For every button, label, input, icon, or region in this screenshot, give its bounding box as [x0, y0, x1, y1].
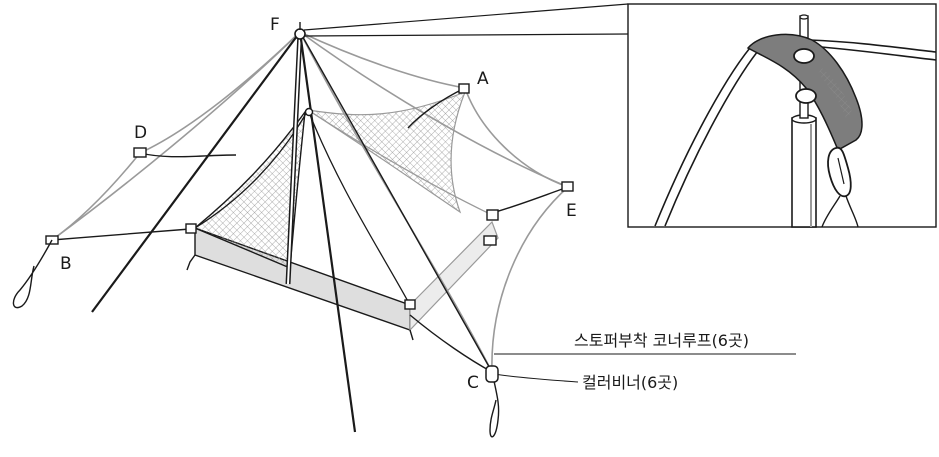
- fly-edge-a-e: [464, 87, 569, 188]
- callout-stopper-text: 스토퍼부착 코너루프(6곳): [574, 331, 749, 350]
- tensioner-d: [139, 152, 237, 158]
- carabiner-c: [485, 365, 499, 383]
- clip-floor-left: [185, 223, 197, 234]
- callout-stopper-loop: 스토퍼부착 코너루프(6곳): [494, 331, 796, 355]
- buckle-d: [133, 147, 147, 158]
- point-label-a: A: [477, 69, 489, 89]
- inset-webbing: [746, 33, 863, 152]
- stake-loop-b: [12, 239, 53, 309]
- stake-floor-left: [186, 254, 196, 271]
- guy-line-center: [299, 31, 313, 121]
- zoom-lines: [303, 3, 629, 37]
- inset-grommet-bottom: [795, 88, 817, 104]
- apex-cap: [294, 28, 306, 40]
- inner-ridge-front: [307, 109, 411, 306]
- guy-line-right: [299, 31, 493, 373]
- fly-outline: [51, 31, 569, 373]
- point-label-b: B: [60, 254, 72, 274]
- tent-body: [193, 90, 499, 332]
- point-label-c: C: [467, 373, 479, 393]
- poles: [91, 31, 493, 433]
- inset-fly-edge-right: [809, 39, 937, 53]
- zoom-line-top: [303, 3, 629, 31]
- buckle-e: [561, 181, 574, 192]
- carabiner-c-body: [485, 365, 499, 383]
- inset-cord: [821, 195, 859, 228]
- clip-e: [486, 209, 499, 221]
- clip-floor-front: [404, 299, 416, 310]
- inset-fly-edge-left-2: [664, 45, 763, 227]
- cord-front-c: [409, 314, 493, 373]
- tensioner-e: [491, 186, 569, 214]
- fly-edge-f-e: [299, 31, 569, 188]
- zoom-line-bottom: [303, 33, 629, 37]
- apex-inner-hub: [304, 107, 314, 117]
- apex-f: [294, 22, 314, 117]
- detail-inset: [627, 3, 937, 228]
- tensioner-b: [51, 228, 191, 241]
- tensioner-a: [407, 87, 466, 129]
- inset-pole: [791, 117, 817, 228]
- callout-carabiner: 컬러비너(6곳): [493, 373, 678, 392]
- point-label-e: E: [566, 201, 577, 221]
- buckle-a: [458, 83, 470, 94]
- fly-edge-d-b: [51, 152, 141, 241]
- stake-loop-c: [489, 371, 500, 438]
- fly-edge-f-d: [139, 31, 301, 154]
- inner-ridge-right: [307, 109, 493, 216]
- callout-carabiner-text: 컬러비너(6곳): [582, 373, 678, 392]
- stake-floor-front: [409, 329, 414, 341]
- inset-fly-edge-left: [654, 41, 756, 227]
- fly-edge-f-b: [51, 31, 301, 241]
- callout-carabiner-leader: [493, 373, 579, 383]
- tensioners: [12, 83, 574, 438]
- mesh-panel-right: [307, 90, 467, 214]
- main-pole-inner: [287, 31, 301, 285]
- inset-fly-edge-right-2: [809, 45, 937, 61]
- tent-floor: [194, 227, 411, 331]
- fly-edge-e-c: [491, 186, 569, 373]
- point-labels: F A D E B C: [60, 15, 577, 393]
- inset-carabiner-gate: [837, 157, 845, 185]
- tent-floor-right-wall: [409, 220, 499, 332]
- inset-grommet-top: [793, 48, 815, 64]
- inset-pin-top: [799, 14, 809, 20]
- point-label-f: F: [270, 15, 280, 35]
- fly-edge-f-a: [299, 31, 466, 89]
- clip-floor-right: [483, 235, 497, 246]
- guy-line-left: [91, 31, 301, 313]
- inset-mesh-patch: [818, 68, 852, 118]
- point-label-d: D: [134, 123, 147, 143]
